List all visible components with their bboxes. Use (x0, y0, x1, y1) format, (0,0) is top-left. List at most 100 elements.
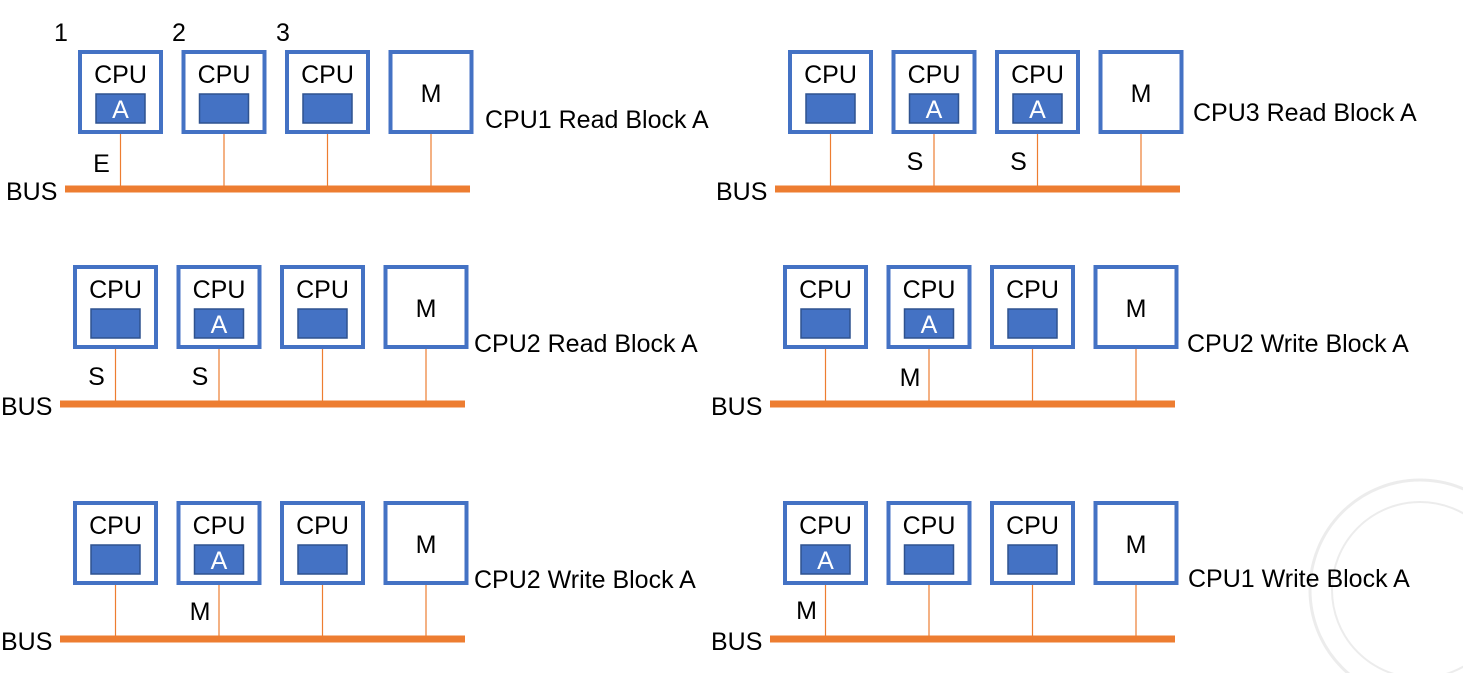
memory-label: M (1126, 531, 1147, 559)
mesi-state-label: S (1010, 148, 1027, 176)
panel-caption: CPU3 Read Block A (1193, 99, 1417, 127)
cpu-node-1: CPU (73, 501, 158, 636)
cache-block (1007, 544, 1058, 575)
mesi-state-label: E (93, 150, 110, 178)
cache-block (193, 544, 245, 575)
memory-node: M (1093, 501, 1179, 636)
cpu-node-2: CPU (181, 50, 267, 186)
bus-line (770, 400, 1175, 408)
bus-line (770, 635, 1175, 643)
cpu-label: CPU (1011, 61, 1064, 89)
cpu-box (73, 501, 158, 585)
cache-block-label: A (1029, 96, 1046, 124)
panel-caption: CPU2 Read Block A (474, 330, 698, 358)
cpu-label: CPU (804, 61, 857, 89)
panel-caption: CPU1 Read Block A (485, 106, 709, 134)
memory-label: M (416, 531, 437, 559)
cpu-node-2: CPU AS (176, 265, 262, 401)
cpu-label: CPU (193, 512, 246, 540)
memory-box (1093, 265, 1179, 349)
mesi-state-label: S (192, 363, 209, 391)
cpu-node-3: CPU AS (995, 50, 1080, 186)
cache-block (193, 308, 245, 339)
cache-block-label: A (817, 547, 834, 575)
cache-block (297, 544, 348, 575)
cpu-node-1: CPU (783, 265, 868, 401)
cache-block (908, 93, 960, 124)
bus-label: BUS (1, 628, 52, 656)
mesi-state-label: S (88, 363, 105, 391)
cpu-node-2: CPU AS (891, 50, 977, 186)
memory-label: M (1131, 80, 1152, 108)
cpu-number-2: 2 (172, 19, 186, 47)
cpu-box (783, 265, 868, 349)
cpu-box (285, 50, 370, 134)
cpu-label: CPU (296, 276, 349, 304)
cpu-node-1: CPU (788, 50, 873, 186)
bus-label: BUS (711, 393, 762, 421)
cpu-node-3: CPU (990, 501, 1075, 636)
bus-line (60, 400, 465, 408)
memory-node: M (388, 50, 474, 186)
cpu-box (280, 501, 365, 585)
cpu-node-3: CPU (280, 501, 365, 636)
cpu-node-3: CPU (990, 265, 1075, 401)
cpu-number-1: 1 (54, 19, 68, 47)
university-seal-watermark (1308, 478, 1463, 673)
cpu-label: CPU (799, 276, 852, 304)
cache-block (1012, 93, 1063, 124)
cache-block-label: A (921, 311, 938, 339)
bus-label: BUS (6, 178, 57, 206)
cpu-label: CPU (301, 61, 354, 89)
bus-line (65, 185, 470, 193)
memory-label: M (421, 80, 442, 108)
cpu-node-1: CPU AM (783, 501, 868, 636)
cache-block (805, 93, 856, 124)
memory-box (1098, 50, 1184, 134)
cpu-label: CPU (799, 512, 852, 540)
cache-block-label: A (926, 96, 943, 124)
cache-block (800, 544, 851, 575)
cache-block-label: A (211, 311, 228, 339)
cache-block-label: A (112, 96, 129, 124)
cpu-label: CPU (89, 276, 142, 304)
cpu-node-1: CPU S (73, 265, 158, 401)
cpu-label: CPU (1006, 276, 1059, 304)
cpu-box (891, 50, 977, 134)
memory-box (383, 265, 469, 349)
cpu-node-2: CPU (886, 501, 972, 636)
cache-block (800, 308, 851, 339)
bus-label: BUS (711, 628, 762, 656)
cpu-node-1: CPU AE (78, 50, 163, 186)
memory-node: M (1093, 265, 1179, 401)
cpu-label: CPU (903, 276, 956, 304)
panel-caption: CPU1 Write Block A (1188, 565, 1410, 593)
cpu-node-3: CPU (280, 265, 365, 401)
mesi-state-label: M (796, 597, 817, 625)
cpu-label: CPU (193, 276, 246, 304)
cpu-label: CPU (198, 61, 251, 89)
cpu-box (990, 501, 1075, 585)
cache-block (903, 544, 955, 575)
cache-block (95, 93, 146, 124)
memory-box (1093, 501, 1179, 585)
cache-block (297, 308, 348, 339)
cpu-box (176, 501, 262, 585)
cpu-label: CPU (94, 61, 147, 89)
cpu-number-3: 3 (276, 19, 290, 47)
mesi-state-label: S (907, 148, 924, 176)
cpu-label: CPU (296, 512, 349, 540)
cpu-node-3: CPU (285, 50, 370, 186)
cpu-label: CPU (1006, 512, 1059, 540)
memory-node: M (383, 501, 469, 636)
cpu-label: CPU (908, 61, 961, 89)
mesi-state-label: M (190, 598, 211, 626)
